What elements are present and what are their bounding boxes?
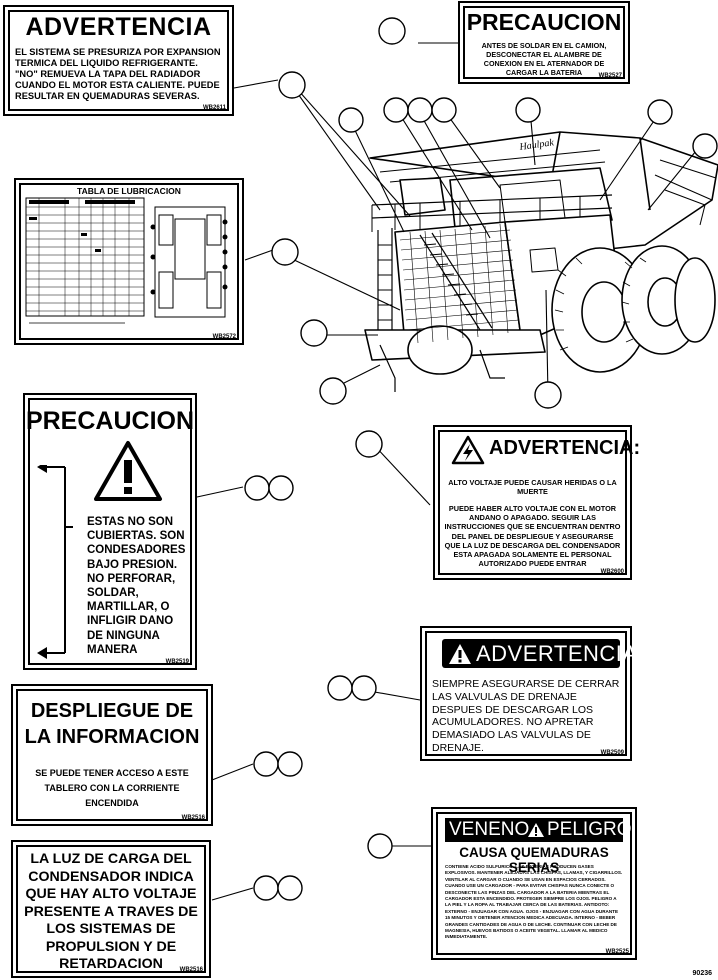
callout-balloon [367, 833, 393, 859]
decal-body: SIEMPRE ASEGURARSE DE CERRAR LAS VALVULA… [432, 678, 620, 754]
decal-veneno-peligro: VENENO PELIGRO CAUSA QUEMADURAS SERIAS C… [431, 807, 637, 960]
decal-title: ADVERTENCIA [476, 641, 638, 666]
decal-title: ADVERTENCIA [25, 13, 212, 41]
decal-code: WB2572 [212, 334, 236, 340]
callout-balloon [319, 377, 347, 405]
decal-body-headline: ALTO VOLTAJE PUEDE CAUSAR HERIDAS O LA M… [448, 478, 617, 496]
callout-balloon [431, 97, 457, 123]
decal-code: WB2600 [600, 569, 624, 575]
decal-body: EL SISTEMA SE PRESURIZA POR EXPANSION TE… [15, 47, 221, 101]
decal-title-left: VENENO [449, 819, 530, 840]
decal-body: ESTAS NO SON CUBIERTAS. SON CONDESADORES… [87, 516, 186, 656]
callout-balloon [351, 675, 377, 701]
decal-precaucion-soldar: PRECAUCION ANTES DE SOLDAR EN EL CAMION,… [458, 1, 630, 84]
decal-subtitle: CAUSA QUEMADURAS SERIAS [459, 845, 609, 875]
callout-balloon [277, 751, 303, 777]
callout-balloon [534, 381, 562, 409]
decal-code: WB2519 [165, 659, 189, 665]
callout-balloon [327, 675, 353, 701]
decal-body: LA LUZ DE CARGA DEL CONDENSADOR INDICA Q… [24, 851, 198, 972]
decal-code: WB2516 [181, 815, 205, 821]
callout-balloon [278, 71, 306, 99]
callout-balloon [277, 875, 303, 901]
warning-triangle-icon [94, 441, 162, 501]
callout-balloon [515, 97, 541, 123]
callout-balloon [383, 97, 409, 123]
decal-code: WB2516 [179, 967, 203, 973]
decal-body: PUEDE HABER ALTO VOLTAJE CON EL MOTOR AN… [444, 504, 621, 569]
decal-body: ANTES DE SOLDAR EN EL CAMION, DESCONECTA… [481, 41, 607, 77]
decal-title: PRECAUCION [466, 9, 622, 35]
direction-arrows-icon [37, 465, 73, 659]
decal-luz-carga: LA LUZ DE CARGA DEL CONDENSADOR INDICA Q… [11, 840, 211, 978]
callout-balloon [271, 238, 299, 266]
decal-body: CONTIENE ACIDO SULFURICO. LAS BATERIAS P… [445, 864, 623, 940]
callout-balloon [300, 319, 328, 347]
lubrication-chart-graphic [25, 197, 228, 324]
warning-triangle-icon [528, 823, 544, 837]
callout-balloon [378, 17, 406, 45]
callout-balloon [244, 475, 270, 501]
callout-balloon [268, 475, 294, 501]
callout-balloon [338, 107, 364, 133]
callout-balloon [647, 99, 673, 125]
decal-title: ADVERTENCIA: [489, 437, 641, 459]
decal-tabla-lubricacion: TABLA DE LUBRICACION WB25 [14, 178, 244, 345]
decal-code: WB2525 [605, 949, 629, 955]
decal-title-bar: VENENO PELIGRO [445, 818, 631, 842]
callout-balloon [692, 133, 718, 159]
callout-balloon [407, 97, 433, 123]
electric-hazard-icon [451, 435, 485, 465]
decal-advertencia-radiador: ADVERTENCIA EL SISTEMA SE PRESURIZA POR … [3, 5, 234, 116]
decal-advertencia-voltaje: ADVERTENCIA: ALTO VOLTAJE PUEDE CAUSAR H… [433, 425, 640, 580]
decal-title: DESPLIEGUE DE LA INFORMACION [24, 700, 200, 748]
callout-balloon [253, 875, 279, 901]
decal-body: SE PUEDE TENER ACCESO A ESTE TABLERO CON… [35, 768, 189, 808]
warning-triangle-icon [449, 644, 471, 664]
decal-advertencia-drenaje: ADVERTENCIA SIEMPRE ASEGURARSE DE CERRAR… [420, 626, 637, 761]
decal-code: WB2527 [598, 73, 622, 79]
callout-balloon [355, 430, 383, 458]
decal-title: TABLA DE LUBRICACION [77, 186, 181, 196]
brand-label: Haulpak [518, 137, 555, 153]
callout-balloon [253, 751, 279, 777]
decal-code: WB2611 [202, 105, 226, 111]
decal-code: WB2509 [600, 750, 624, 756]
decal-title-right: PELIGRO [547, 819, 632, 840]
decal-title: PRECAUCION [25, 407, 195, 435]
decal-title-bar: ADVERTENCIA [442, 639, 637, 668]
figure-id: 90236 [692, 970, 712, 977]
decal-despliegue-informacion: DESPLIEGUE DE LA INFORMACION SE PUEDE TE… [11, 684, 213, 826]
decal-precaucion-condensadores: PRECAUCION ESTAS NO SON CUBIERTAS. SON C… [23, 393, 197, 670]
